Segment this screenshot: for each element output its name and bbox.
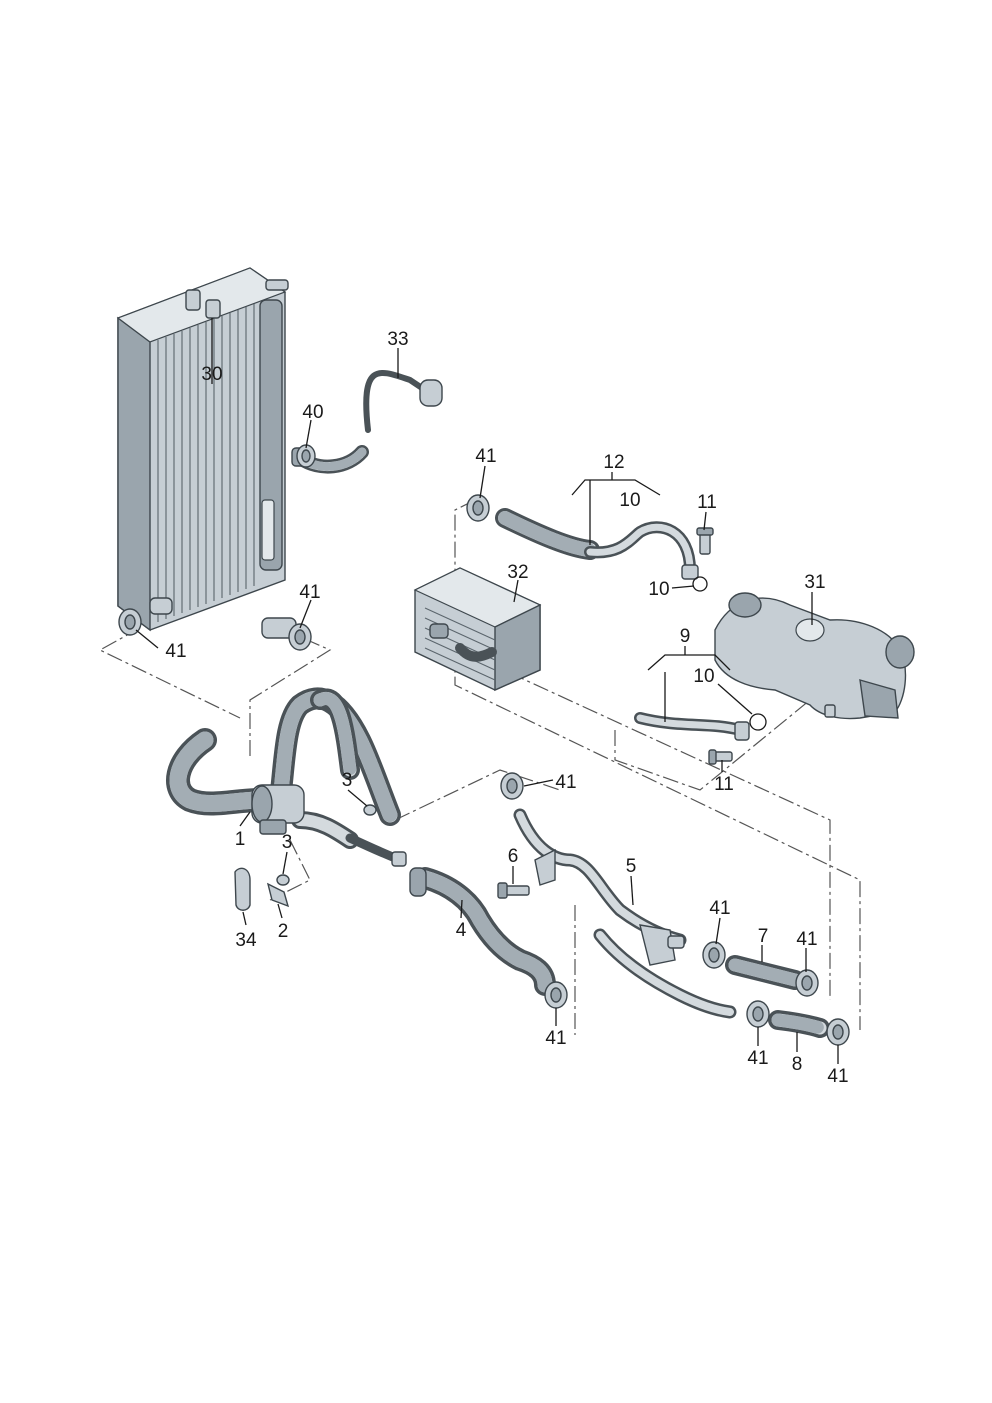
callout-41: 41 <box>555 772 576 793</box>
hose-clamp-icon <box>702 941 726 969</box>
callout-11: 11 <box>697 492 717 513</box>
callout-31: 31 <box>804 572 825 593</box>
hose-clamp-icon <box>466 494 490 522</box>
callout-2: 2 <box>278 921 289 942</box>
hose-clamp-icon <box>118 608 142 636</box>
callout-32: 32 <box>507 562 528 583</box>
callout-7: 7 <box>758 926 769 947</box>
oil-cooler <box>413 567 542 692</box>
coolant-hose-upper <box>495 508 699 580</box>
auxiliary-radiator <box>116 267 297 639</box>
callout-9: 9 <box>680 626 691 647</box>
bracket-2 <box>266 882 290 908</box>
bracket-34 <box>234 867 251 911</box>
callout-40: 40 <box>302 402 323 423</box>
callout-12: 12 <box>603 452 624 473</box>
coolant-hose-7 <box>725 955 805 990</box>
hose-clamp-icon <box>500 772 524 800</box>
callout-10: 10 <box>693 666 714 687</box>
callout-3: 3 <box>342 770 353 791</box>
nut-3-lower <box>276 874 290 886</box>
radiator-fins <box>157 304 255 622</box>
nut-3-upper <box>363 804 377 816</box>
callout-5: 5 <box>626 856 637 877</box>
callout-30: 30 <box>201 364 222 385</box>
callout-41: 41 <box>545 1028 566 1049</box>
callout-34: 34 <box>235 930 257 951</box>
callout-41: 41 <box>827 1066 848 1087</box>
callout-3: 3 <box>282 832 293 853</box>
hose-clamp-icon <box>288 623 312 651</box>
callout-41: 41 <box>747 1048 768 1069</box>
callout-8: 8 <box>792 1054 803 1075</box>
callout-10: 10 <box>648 579 669 600</box>
hose-clamp-icon <box>746 1000 770 1028</box>
hose-clamp-icon <box>296 444 316 468</box>
thermostat-housing <box>714 592 915 720</box>
coolant-hose-9 <box>634 576 767 741</box>
coolant-pipe-5 <box>513 808 737 1019</box>
callout-41: 41 <box>475 446 496 467</box>
callout-33: 33 <box>387 329 408 350</box>
hose-clamp-icon <box>795 969 819 997</box>
callout-41: 41 <box>796 929 817 950</box>
callout-6: 6 <box>508 846 519 867</box>
callout-41: 41 <box>709 898 730 919</box>
callout-1: 1 <box>235 829 246 850</box>
callout-10: 10 <box>619 490 640 511</box>
callout-11: 11 <box>714 774 734 795</box>
assembly-lines <box>98 499 861 1035</box>
coolant-hose-assembly-1 <box>166 687 407 867</box>
bolt-6 <box>497 882 530 899</box>
hose-clamp-icon <box>826 1018 850 1046</box>
callout-labels: 30 33 40 41 41 41 12 10 11 32 10 31 9 10… <box>165 329 848 1087</box>
leader-lines <box>135 318 839 1064</box>
hose-clamps-41 <box>118 444 850 1046</box>
callout-41: 41 <box>165 641 186 662</box>
bolts-11 <box>696 527 733 765</box>
coolant-hose-8 <box>768 1010 830 1038</box>
hose-clamp-icon <box>544 981 568 1009</box>
callout-41: 41 <box>299 582 320 603</box>
callout-4: 4 <box>456 920 467 941</box>
coolant-hose-4 <box>409 867 556 996</box>
